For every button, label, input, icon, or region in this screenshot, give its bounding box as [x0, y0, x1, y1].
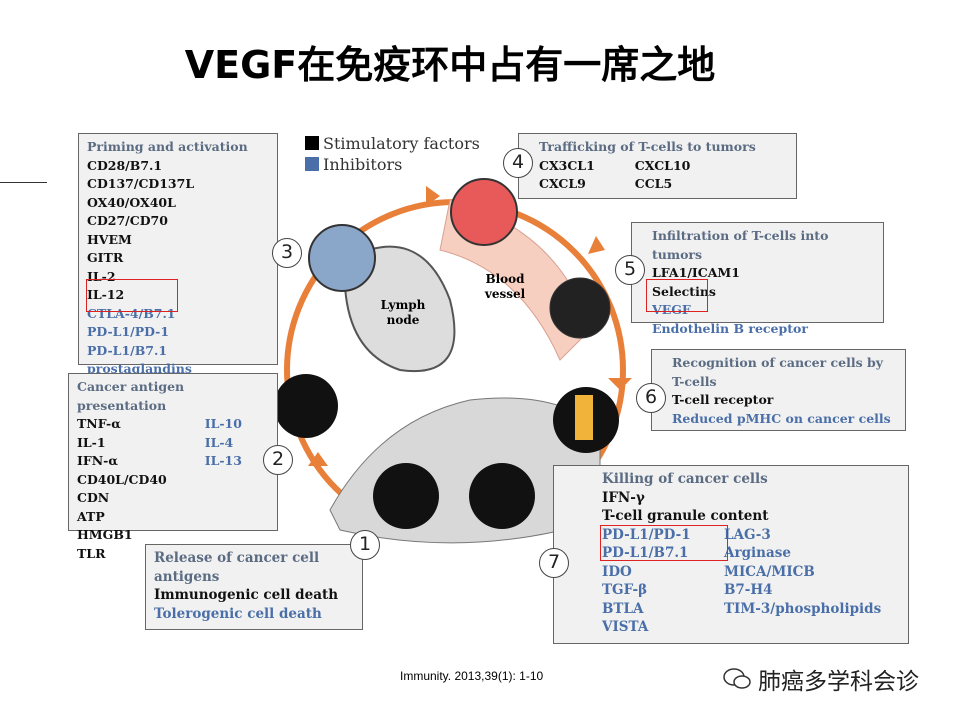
stim-factor: LFA1/ICAM1: [652, 265, 740, 280]
step-4-number: 4: [503, 148, 533, 178]
step-1-box: Release of cancer cell antigens Immunoge…: [145, 544, 363, 630]
stim-factor: ATP: [77, 508, 105, 524]
inhib-factor: IDO: [602, 563, 632, 580]
step-2-box: Cancer antigen presentation TNF-α IL-1 I…: [68, 373, 278, 561]
step-7-box: Killing of cancer cells IFN-γ T-cell gra…: [553, 465, 909, 644]
inhib-factor: TGF-β: [602, 582, 648, 598]
legend-stimulatory: Stimulatory factors: [323, 134, 480, 153]
watermark-text: 肺癌多学科会诊: [758, 669, 919, 695]
stim-factor: CD137/CD137L: [87, 176, 195, 191]
stim-factor: GITR: [87, 250, 124, 265]
step-title: Cancer antigen presentation: [77, 379, 185, 413]
wechat-icon: [723, 668, 751, 689]
inhib-factor: TIM-3/phospholipids: [724, 600, 882, 617]
highlight-pdl1: [600, 525, 728, 561]
watermark: 肺癌多学科会诊: [722, 662, 919, 696]
stimulatory-swatch: [305, 136, 319, 150]
inhib-factor: B7-H4: [724, 582, 773, 598]
step-2-number: 2: [263, 445, 293, 475]
legend: Stimulatory factors Inhibitors: [305, 133, 480, 175]
inhib-factor: prostaglandins: [87, 361, 192, 376]
stim-factor: TLR: [77, 545, 106, 561]
inhib-factor: PD-L1/B7.1: [87, 342, 168, 358]
step-5-box: Infiltration of T-cells into tumors LFA1…: [631, 222, 884, 336]
step-6-number: 6: [636, 383, 666, 413]
inhibitor-swatch: [305, 157, 319, 171]
priming-icon: [308, 224, 376, 292]
inhib-factor: Reduced pMHC on cancer cells: [672, 410, 891, 426]
dendritic-cell-icon: [274, 374, 338, 438]
step-7-number: 7: [539, 548, 569, 578]
stim-factor: HMGB1: [77, 527, 133, 542]
stim-factor: CXCL9: [539, 176, 586, 191]
stim-factor: CX3CL1: [539, 157, 595, 173]
inhib-factor: Arginase: [724, 545, 791, 561]
stim-factor: OX40/OX40L: [87, 194, 176, 210]
step-title: Recognition of cancer cells by T-cells: [672, 355, 883, 389]
stim-factor: IFN-α: [77, 453, 118, 468]
step-title: Release of cancer cell antigens: [154, 550, 320, 585]
inhib-factor: VISTA: [602, 619, 649, 635]
inhib-factor: IL-10: [204, 416, 242, 431]
step-3-box: Priming and activation CD28/B7.1 CD137/C…: [78, 133, 278, 376]
stim-factor: CXCL10: [634, 157, 691, 173]
divider-line: [0, 182, 47, 183]
step-3-number: 3: [272, 238, 302, 268]
stim-factor: CD27/CD70: [87, 213, 168, 228]
stim-factor: IL-1: [77, 434, 106, 450]
highlight-ctla4: [86, 279, 178, 312]
step-6-box: Recognition of cancer cells by T-cells T…: [651, 349, 906, 431]
highlight-vegf: [646, 279, 708, 312]
step-title: Priming and activation: [87, 139, 248, 154]
step-title: Trafficking of T-cells to tumors: [539, 139, 756, 154]
inhib-factor: MICA/MICB: [724, 563, 815, 580]
inhib-factor: Endothelin B receptor: [652, 320, 808, 336]
inhib-factor: IL-13: [204, 453, 242, 468]
step-5-number: 5: [615, 255, 645, 285]
inhib-factor-vegf: VEGF: [652, 302, 691, 317]
step-1-number: 1: [350, 530, 380, 560]
step-title: Infiltration of T-cells into tumors: [652, 228, 829, 262]
inhib-factor: PD-L1/B7.1: [602, 545, 689, 561]
stim-factor: HVEM: [87, 231, 132, 247]
step-title: Killing of cancer cells: [602, 471, 768, 487]
inhib-factor: Tolerogenic cell death: [154, 605, 322, 622]
stim-factor: Selectins: [652, 283, 716, 299]
lymph-node-label: Lymph node: [380, 298, 426, 327]
stim-factor: T-cell receptor: [672, 392, 774, 407]
stim-factor: IL-12: [87, 287, 125, 302]
inhib-factor: PD-L1/PD-1: [602, 526, 691, 543]
killing-icon: [469, 463, 535, 529]
stim-factor: CD40L/CD40: [77, 471, 167, 487]
stim-factor: TNF-α: [77, 416, 121, 431]
slide-title: VEGF在免疫环中占有一席之地: [184, 43, 716, 87]
inhib-factor: LAG-3: [724, 526, 771, 543]
lymph-node: [343, 245, 456, 373]
legend-inhibitors: Inhibitors: [323, 155, 403, 174]
blood-vessel-label: Blood vessel: [484, 272, 526, 301]
stim-factor: IFN-γ: [602, 489, 645, 506]
dying-cancer-cell-icon: [373, 463, 439, 529]
citation: Immunity. 2013,39(1): 1-10: [400, 669, 544, 683]
inhib-factor: PD-L1/PD-1: [87, 324, 170, 339]
stim-factor: Immunogenic cell death: [154, 587, 339, 603]
inhib-factor: BTLA: [602, 600, 644, 617]
stim-factor: T-cell granule content: [602, 508, 769, 524]
inhib-factor: CTLA-4/B7.1: [87, 305, 176, 321]
inhib-factor: IL-4: [204, 434, 234, 450]
t-cell-infiltration-icon: [549, 277, 611, 339]
stim-factor: CDN: [77, 490, 110, 505]
t-cell-trafficking-icon: [450, 178, 518, 246]
stim-factor: CD28/B7.1: [87, 157, 163, 173]
stim-factor: CCL5: [634, 176, 673, 191]
